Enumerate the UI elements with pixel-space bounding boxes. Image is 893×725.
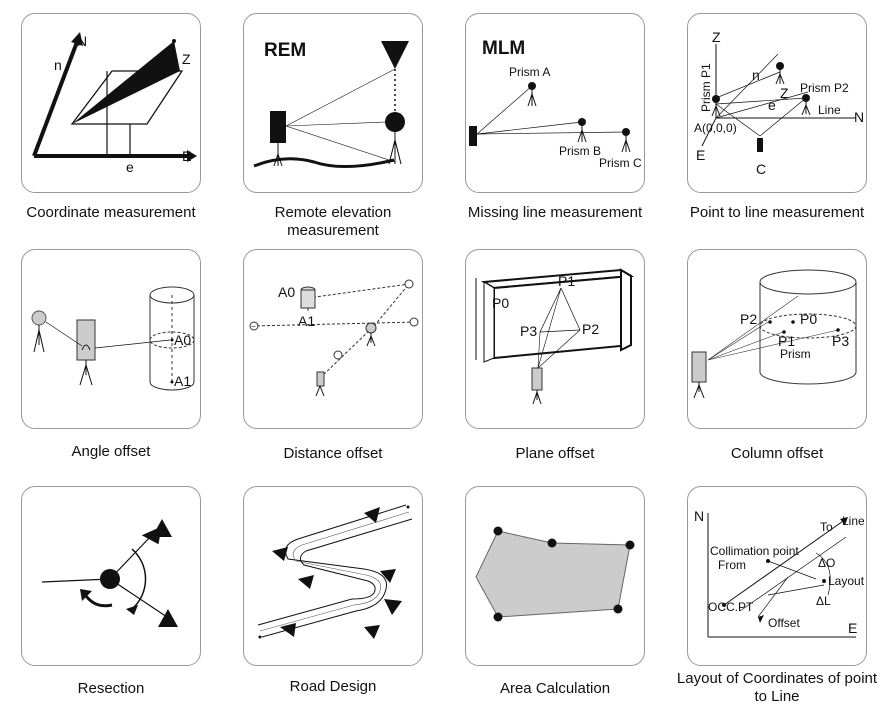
p1-label: P1 xyxy=(778,333,795,349)
angle-offset-diagram: A0 A1 xyxy=(31,286,195,391)
a0-label: A0 xyxy=(174,332,191,348)
tile-column-offset[interactable]: P0 P1 P2 P3 Prism xyxy=(687,249,867,429)
distance-offset-diagram: − A0 A1 xyxy=(249,279,419,397)
e-axis-label: E xyxy=(696,147,705,163)
tile-distance-offset[interactable]: − A0 A1 xyxy=(243,249,423,429)
tile-road-design[interactable] xyxy=(243,486,423,666)
p2-label: P2 xyxy=(582,321,599,337)
prism-c-label: Prism C xyxy=(599,156,642,170)
tile-coordinate-measurement[interactable]: N n Z E e xyxy=(21,13,201,193)
p3-label: P3 xyxy=(520,323,537,339)
p0-label: P0 xyxy=(800,311,817,327)
tile-remote-elevation[interactable]: REM xyxy=(243,13,423,193)
delta-o-label: ΔO xyxy=(818,556,835,570)
a1-label: A1 xyxy=(298,313,315,329)
prism-p1-label: Prism P1 xyxy=(699,63,713,112)
tile-layout-point-to-line[interactable]: N To Line Collimation point From ΔO Layo… xyxy=(687,486,867,666)
caption-coordinate-measurement: Coordinate measurement xyxy=(26,204,196,221)
tile-angle-offset[interactable]: A0 A1 xyxy=(21,249,201,429)
caption-missing-line: Missing line measurement xyxy=(467,204,643,221)
p1-label: P1 xyxy=(558,273,575,289)
mlm-title: MLM xyxy=(482,38,525,59)
a1-label: A1 xyxy=(174,373,191,389)
collimation-label: Collimation point xyxy=(710,544,799,558)
prism-p2-label: Prism P2 xyxy=(800,81,849,95)
layout-point-label: Layout point xyxy=(828,574,867,588)
rem-diagram: REM xyxy=(253,40,409,168)
area-calculation-diagram xyxy=(475,526,635,622)
rem-title: REM xyxy=(264,40,306,61)
p2-label: P2 xyxy=(740,311,757,327)
e-axis-label: E xyxy=(848,620,857,636)
caption-angle-offset: Angle offset xyxy=(71,443,151,460)
caption-layout-point-to-line: Layout of Coordinates of point to Line xyxy=(676,670,878,705)
resection-diagram xyxy=(41,519,178,627)
line-label: Line xyxy=(842,514,865,528)
z-label: Z xyxy=(182,51,191,67)
to-label: To xyxy=(820,520,833,534)
coordinate-measurement-diagram: N n Z E e xyxy=(32,32,197,175)
road-design-diagram xyxy=(257,504,413,639)
plane-offset-diagram: P0 P1 P2 P3 xyxy=(475,268,635,405)
e-axis-label: E xyxy=(182,148,191,164)
tile-resection[interactable] xyxy=(21,486,201,666)
z-axis-label: Z xyxy=(712,29,721,45)
prism-b-label: Prism B xyxy=(559,144,601,158)
offset-label: Offset xyxy=(768,616,800,630)
tile-missing-line[interactable]: MLM Prism A Prism B Prism C xyxy=(465,13,645,193)
caption-plane-offset: Plane offset xyxy=(515,445,595,462)
z-small-label: Z xyxy=(780,85,789,101)
svg-text:−: − xyxy=(251,322,256,331)
tile-area-calculation[interactable] xyxy=(465,486,645,666)
prism-label: Prism xyxy=(780,347,811,361)
caption-road-design: Road Design xyxy=(289,678,377,695)
n-small-label: n xyxy=(752,67,760,83)
e-small-label: e xyxy=(126,159,134,175)
column-offset-diagram: P0 P1 P2 P3 Prism xyxy=(691,269,857,399)
layout-point-to-line-diagram: N To Line Collimation point From ΔO Layo… xyxy=(694,508,867,638)
tile-point-to-line[interactable]: Z Prism P1 n Z Prism P2 e Line N A(0,0,0… xyxy=(687,13,867,193)
caption-resection: Resection xyxy=(77,680,145,697)
prism-a-label: Prism A xyxy=(509,65,550,79)
tile-plane-offset[interactable]: P0 P1 P2 P3 xyxy=(465,249,645,429)
from-label: From xyxy=(718,558,746,572)
caption-column-offset: Column offset xyxy=(730,445,824,462)
caption-area-calculation: Area Calculation xyxy=(499,680,611,697)
point-to-line-diagram: Z Prism P1 n Z Prism P2 e Line N A(0,0,0… xyxy=(694,29,864,177)
n-axis-label: N xyxy=(77,33,87,49)
p3-label: P3 xyxy=(832,333,849,349)
a0-label: A0 xyxy=(278,284,295,300)
n-small-label: n xyxy=(54,57,62,73)
c-label: C xyxy=(756,161,766,177)
line-label: Line xyxy=(818,103,841,117)
n-axis-label: N xyxy=(694,508,704,524)
e-small-label: e xyxy=(768,97,776,113)
occ-pt-label: OCC.PT xyxy=(708,600,754,614)
p0-label: P0 xyxy=(492,295,509,311)
mlm-diagram: MLM Prism A Prism B Prism C xyxy=(469,38,642,170)
origin-label: A(0,0,0) xyxy=(694,121,737,135)
n-axis-label: N xyxy=(854,109,864,125)
caption-point-to-line: Point to line measurement xyxy=(689,204,865,221)
delta-l-label: ΔL xyxy=(816,594,831,608)
caption-distance-offset: Distance offset xyxy=(283,445,383,462)
caption-remote-elevation: Remote elevation measurement xyxy=(274,204,392,239)
